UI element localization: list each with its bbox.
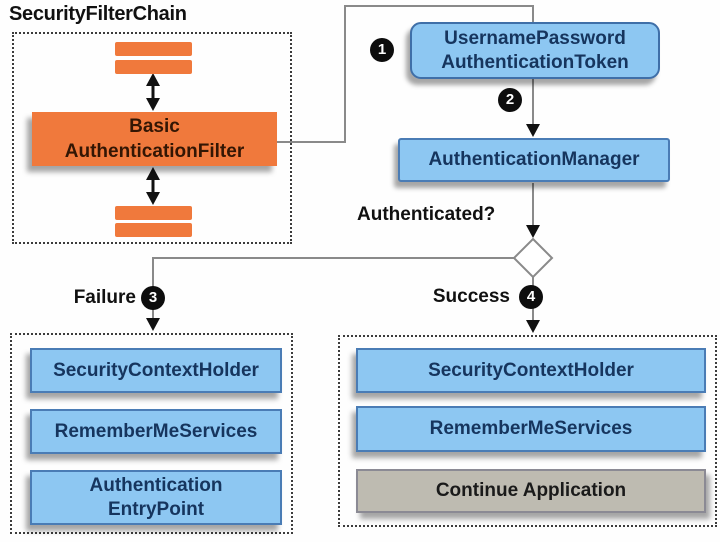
page-title: SecurityFilterChain: [9, 3, 187, 25]
step-3-badge: 3: [141, 286, 165, 310]
basic-authentication-filter-node: Basic AuthenticationFilter: [32, 112, 277, 166]
node-label: Continue Application: [435, 480, 627, 501]
failure-branch-label: Failure: [73, 287, 136, 308]
node-label: AuthenticationManager: [428, 149, 640, 170]
filter-bar-icon: [115, 42, 192, 56]
node-label: SecurityContextHolder: [53, 359, 259, 381]
success-remember-me-services-node: RememberMeServices: [356, 406, 706, 452]
continue-application-node: Continue Application: [356, 469, 706, 513]
node-label: UsernamePassword: [444, 27, 626, 49]
node-label: RememberMeServices: [54, 420, 258, 442]
success-security-context-holder-node: SecurityContextHolder: [356, 348, 706, 393]
decision-diamond: [512, 237, 554, 279]
authentication-manager-node: AuthenticationManager: [398, 138, 670, 182]
failure-security-context-holder-node: SecurityContextHolder: [30, 348, 282, 393]
node-label: Basic: [129, 116, 180, 137]
failure-remember-me-services-node: RememberMeServices: [30, 409, 282, 454]
success-container: [338, 335, 717, 527]
connector-token-to-manager: [526, 79, 540, 137]
filter-bar-icon: [115, 206, 192, 220]
username-password-authentication-token-node: UsernamePassword AuthenticationToken: [410, 22, 660, 79]
node-label: AuthenticationToken: [441, 51, 629, 73]
connector-manager-to-decision: [526, 183, 540, 238]
failure-container: [10, 333, 293, 534]
step-2-badge: 2: [498, 88, 522, 112]
node-label: Authentication: [89, 474, 223, 496]
success-branch-label: Success: [432, 286, 510, 307]
node-label: EntryPoint: [107, 498, 205, 520]
step-4-badge: 4: [519, 285, 543, 309]
double-arrow-top-icon: [146, 73, 160, 111]
node-label: SecurityContextHolder: [428, 359, 634, 381]
filter-bar-icon: [115, 223, 192, 237]
filter-bar-icon: [115, 60, 192, 74]
node-label: RememberMeServices: [429, 418, 633, 439]
authentication-entry-point-node: Authentication EntryPoint: [30, 470, 282, 525]
security-filter-chain-container: [12, 32, 292, 244]
step-1-badge: 1: [370, 38, 394, 62]
double-arrow-bottom-icon: [146, 167, 160, 205]
authenticated-question-label: Authenticated?: [357, 204, 496, 225]
node-label: AuthenticationFilter: [64, 141, 245, 162]
connector-filter-to-token: [277, 5, 534, 143]
